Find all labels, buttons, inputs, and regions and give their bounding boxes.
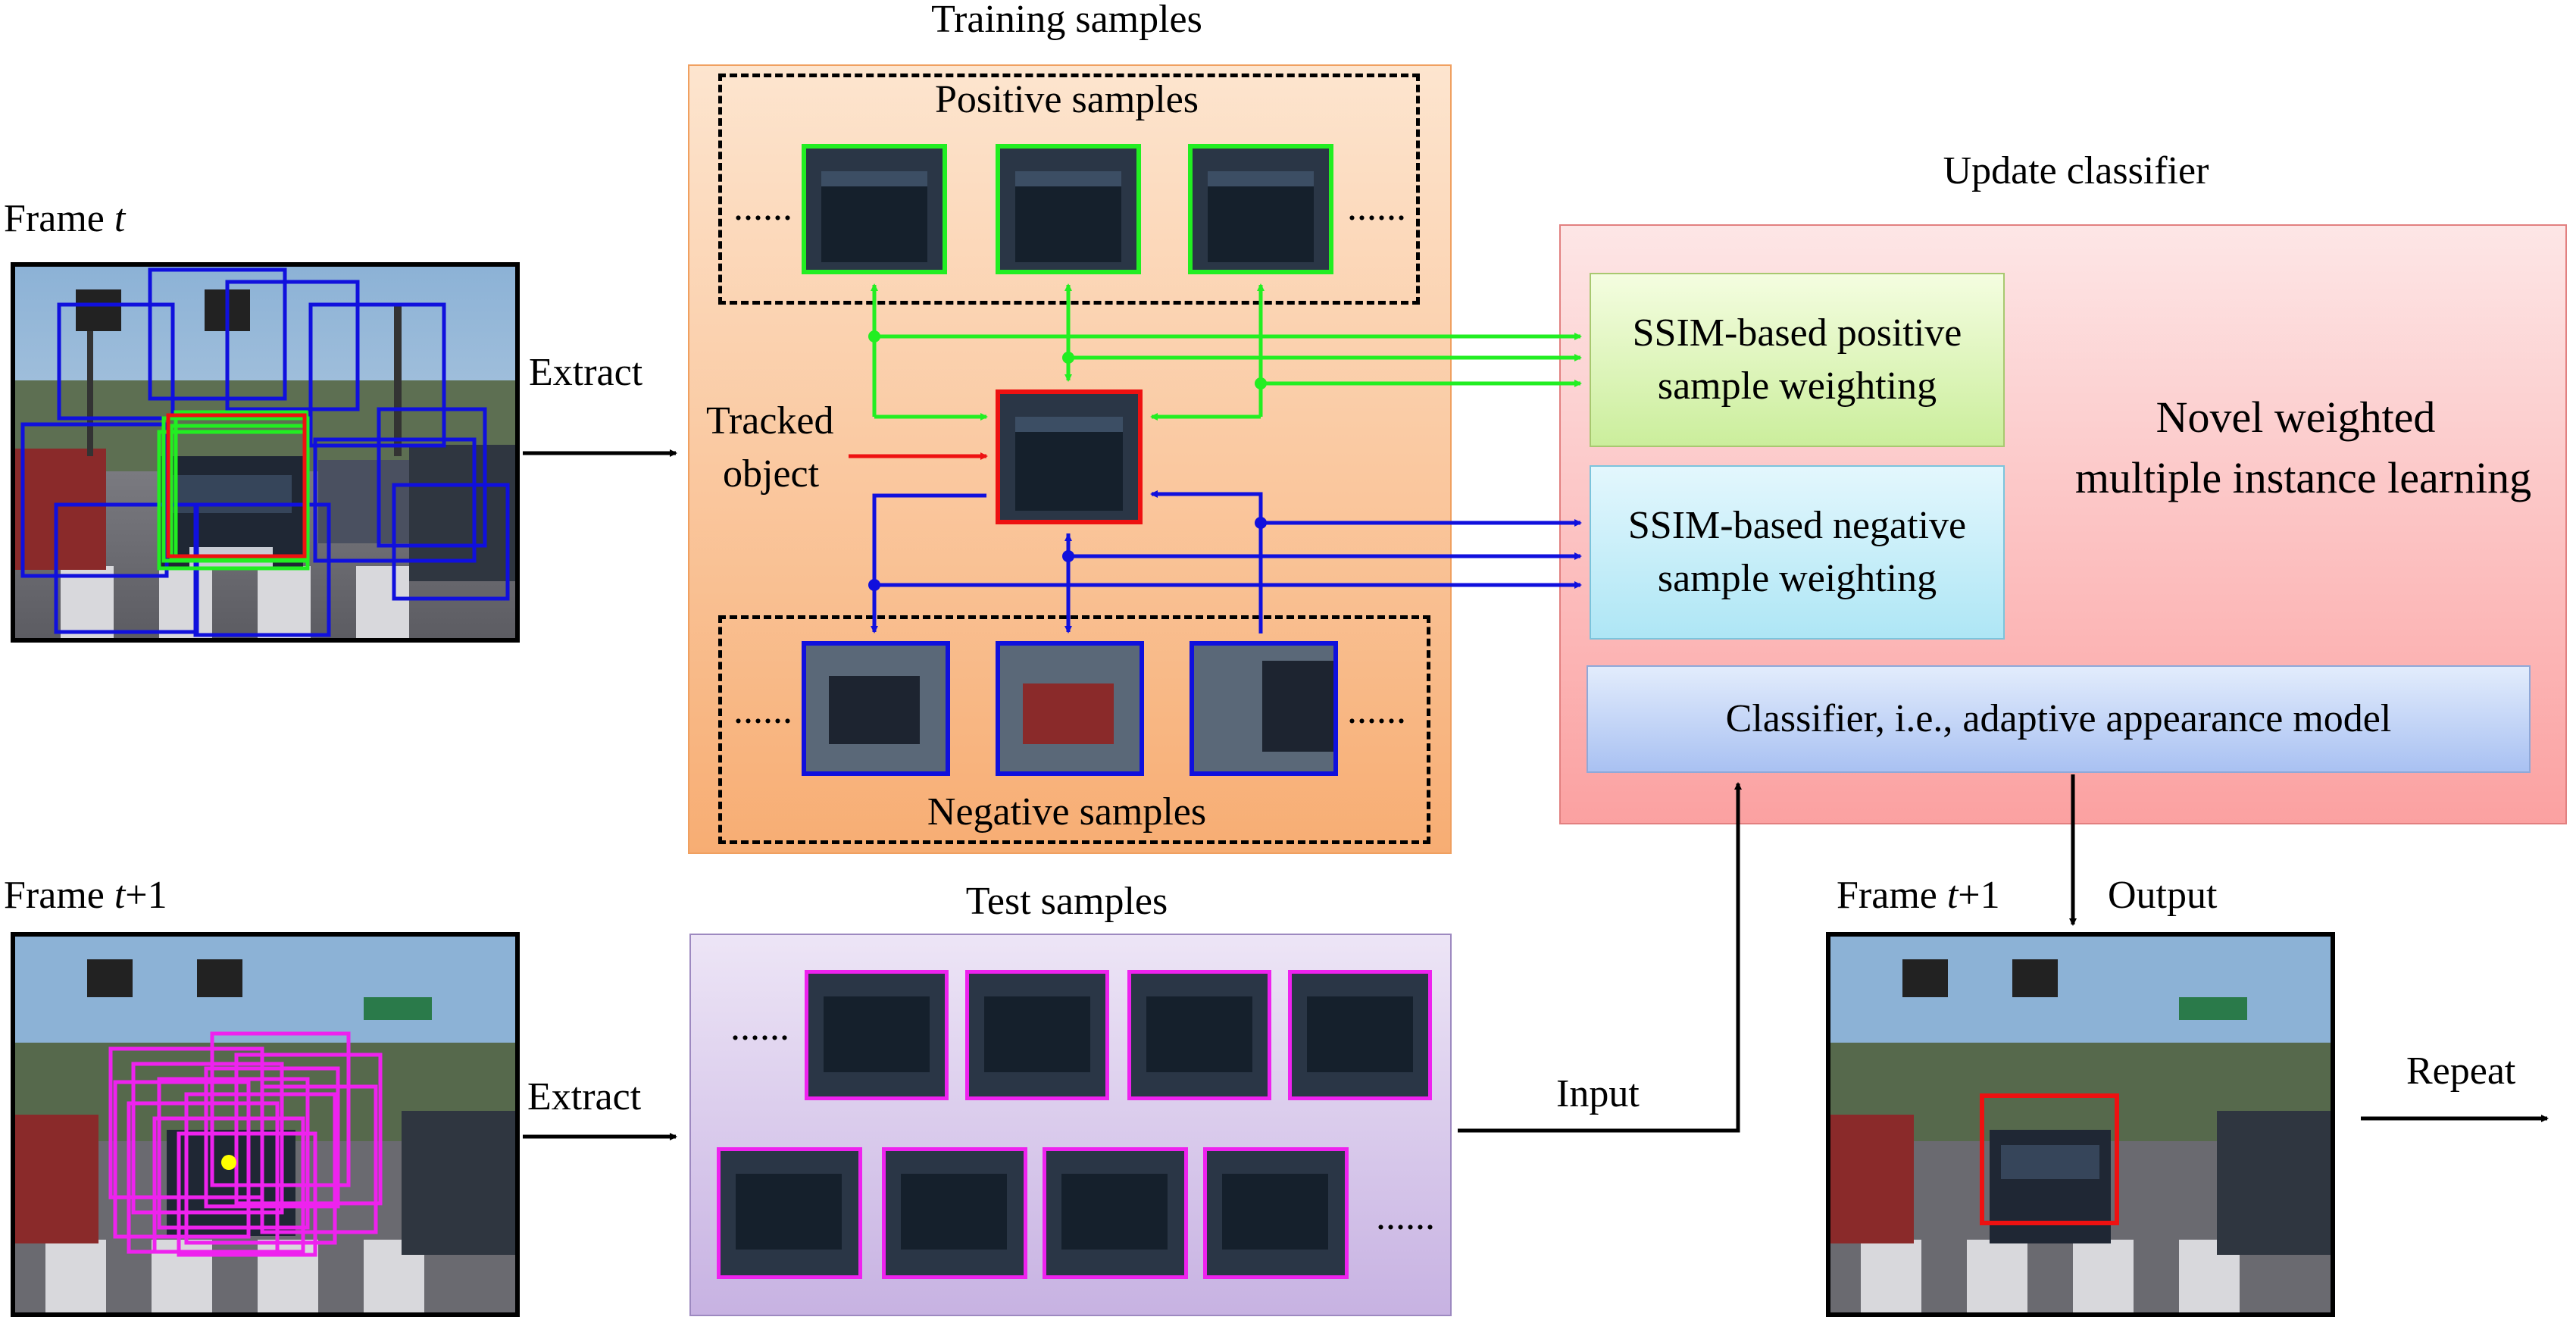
pickup-truck-crop [901,1174,1007,1250]
pickup-truck-crop [1307,996,1413,1072]
positive-sample-3 [1188,144,1333,274]
test-samples-title: Test samples [965,880,1168,923]
car-crop [1262,661,1333,752]
output-label: Output [2108,874,2218,917]
tracked-to-negative-right [1150,490,1263,633]
negative-sample-1 [802,641,950,776]
positive-weighting-text: SSIM-based positive sample weighting [1632,311,1962,408]
car-crop [1023,683,1114,744]
negative-weighting-text: SSIM-based negative sample weighting [1627,503,1967,600]
novel-mil-line1: Novel weighted [2156,393,2436,442]
positive-sample-1 [802,144,947,274]
test-sample-6 [882,1147,1027,1279]
pickup-truck-crop [1208,171,1314,262]
test-sample-8 [1203,1147,1349,1279]
car-crop [829,676,920,744]
traffic-scene-photo [1830,937,2331,1312]
pickup-truck-crop [1146,996,1252,1072]
tracked-object-line2: object [723,452,820,496]
extract-top-label: Extract [529,351,643,394]
negative-junction-3 [1255,517,1267,529]
test-sample-3 [1127,970,1271,1100]
pickup-truck-crop [1222,1174,1328,1250]
test-sample-2 [965,970,1109,1100]
frame-t1-label: Frame t+1 [4,874,167,917]
pickup-truck-crop [1015,171,1121,262]
negative-weighting-box: SSIM-based negative sample weighting [1590,465,2005,640]
negative-junction-2 [1062,550,1074,562]
positive-sample-boxes [157,410,310,571]
update-classifier-title: Update classifier [1943,149,2209,192]
frame-t1-image [11,932,520,1317]
positive-weighting-box: SSIM-based positive sample weighting [1590,273,2005,447]
negative-sample-boxes [20,267,510,637]
tracked-object-sample [996,389,1143,524]
ellipsis-test-top: ...... [730,1006,789,1049]
positive-junction-1 [868,330,880,343]
test-sample-boxes [108,1031,383,1257]
ellipsis-test-bottom: ...... [1376,1195,1435,1238]
positive-sample-2 [996,144,1141,274]
traffic-scene-photo [15,937,515,1312]
pickup-truck-crop [1015,417,1123,511]
positive-junction-2 [1062,352,1074,364]
ellipsis-positive-right: ...... [1347,186,1406,229]
novel-mil-line2: multiple instance learning [2074,453,2532,502]
negative-samples-group [718,615,1430,844]
pickup-truck-crop [984,996,1090,1072]
negative-samples-title: Negative samples [927,790,1207,834]
pickup-truck-crop [1061,1174,1168,1250]
classifier-model-box: Classifier, i.e., adaptive appearance mo… [1587,665,2531,773]
ellipsis-positive-left: ...... [733,186,792,229]
pickup-truck-crop [824,996,930,1072]
ellipsis-negative-left: ...... [733,689,792,732]
test-sample-1 [805,970,949,1100]
negative-sample-3 [1190,641,1338,776]
test-sample-4 [1288,970,1432,1100]
classifier-model-text: Classifier, i.e., adaptive appearance mo… [1725,696,2392,740]
tracked-target-box [166,413,307,558]
input-label: Input [1556,1072,1640,1115]
tracked-to-negative-left [871,493,986,633]
extract-bottom-label: Extract [527,1075,642,1118]
positive-samples-title: Positive samples [934,78,1199,121]
test-center-dot [221,1155,236,1170]
ellipsis-negative-right: ...... [1347,689,1406,732]
pickup-truck-crop [736,1174,842,1250]
output-frame-image [1826,932,2335,1317]
negative-sample-2 [996,641,1144,776]
negative-junction-1 [868,579,880,591]
training-samples-title: Training samples [931,0,1202,41]
input-arrow [1458,782,1742,1133]
test-sample-7 [1043,1147,1188,1279]
pickup-truck-crop [821,171,927,262]
tracked-object-line1: Tracked [706,399,834,443]
repeat-label: Repeat [2406,1049,2516,1093]
test-sample-5 [717,1147,862,1279]
output-frame-label: Frame t+1 [1837,874,2000,917]
frame-t-label: Frame t [4,197,126,240]
output-tracked-box [1980,1093,2119,1225]
positive-junction-3 [1255,377,1267,389]
